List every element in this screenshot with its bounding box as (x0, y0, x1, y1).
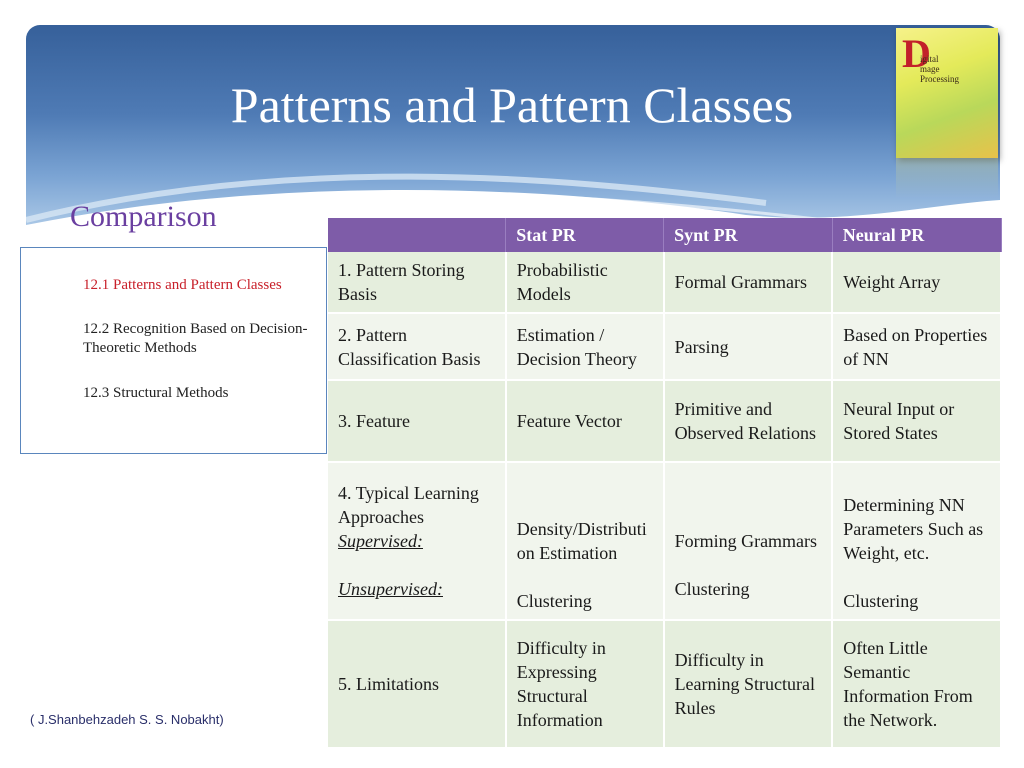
comparison-table: Stat PR Synt PR Neural PR 1. Pattern Sto… (328, 218, 1002, 749)
section-heading: Comparison (70, 200, 217, 233)
unsupervised-label: Unsupervised: (338, 579, 443, 599)
table-cell: Parsing (663, 313, 834, 381)
table-cell: Estimation / Decision Theory (505, 313, 665, 381)
author-credit: ( J.Shanbehzadeh S. S. Nobakht) (30, 712, 224, 727)
book-cover-reflection (896, 158, 998, 198)
table-cell: 1. Pattern Storing Basis (328, 252, 507, 314)
table-cell: Probabilistic Models (505, 252, 665, 314)
table-header-cell: Neural PR (832, 218, 1002, 252)
table-cell: Based on Properties of NN (832, 313, 1002, 381)
toc-item-12-1[interactable]: 12.1 Patterns and Pattern Classes (83, 277, 282, 293)
table-cell: Difficulty in Learning Structural Rules (663, 620, 834, 749)
toc-item-12-2[interactable]: 12.2 Recognition Based on Decision-Theor… (83, 321, 308, 356)
table-row: 2. Pattern Classification Basis Estimati… (328, 313, 1002, 381)
supervised-value: Density/Distribution Estimation (516, 519, 647, 563)
supervised-value: Forming Grammars (674, 531, 818, 551)
table-row: 5. Limitations Difficulty in Expressing … (328, 620, 1002, 749)
unsupervised-value: Clustering (516, 591, 592, 611)
row-label: 4. Typical Learning Approaches (338, 483, 479, 527)
book-cover-title: igital mage Processing (920, 54, 959, 84)
toc-item-12-3[interactable]: 12.3 Structural Methods (83, 385, 229, 401)
table-row: 1. Pattern Storing Basis Probabilistic M… (328, 252, 1002, 314)
table-row: 3. Feature Feature Vector Primitive and … (328, 380, 1002, 463)
table-cell: Weight Array (832, 252, 1002, 314)
table-cell: 5. Limitations (328, 620, 507, 749)
table-cell: 2. Pattern Classification Basis (328, 313, 507, 381)
table-cell: Difficulty in Expressing Structural Info… (505, 620, 665, 749)
table-cell: Feature Vector (505, 380, 665, 463)
title-banner (26, 25, 1000, 225)
table-cell: Determining NN Parameters Such as Weight… (832, 462, 1002, 621)
table-header-row: Stat PR Synt PR Neural PR (328, 218, 1002, 252)
unsupervised-value: Clustering (843, 591, 919, 611)
supervised-label: Supervised: (338, 531, 423, 551)
unsupervised-value: Clustering (674, 579, 750, 599)
table-cell: Forming Grammars Clustering (663, 462, 834, 621)
banner-swoosh (26, 173, 1000, 225)
slide-title: Patterns and Pattern Classes (230, 77, 794, 133)
book-cover-initial: D (902, 31, 931, 76)
table-cell: 3. Feature (328, 380, 507, 463)
table-cell: Formal Grammars (663, 252, 834, 314)
table-cell: Primitive and Observed Relations (663, 380, 834, 463)
table-cell: Density/Distribution Estimation Clusteri… (505, 462, 665, 621)
table-header-cell: Stat PR (505, 218, 665, 252)
table-cell: Often Little Semantic Information From t… (832, 620, 1002, 749)
table-cell-learning-approaches: 4. Typical Learning Approaches Supervise… (328, 462, 507, 621)
table-header-cell (328, 218, 507, 252)
book-cover-image: D igital mage Processing (896, 28, 998, 198)
table-cell: Neural Input or Stored States (832, 380, 1002, 463)
table-header-cell: Synt PR (663, 218, 833, 252)
chapter-navigation-box: 12.1 Patterns and Pattern Classes 12.2 R… (20, 247, 327, 454)
supervised-value: Determining NN Parameters Such as Weight… (843, 495, 984, 563)
table-row: 4. Typical Learning Approaches Supervise… (328, 462, 1002, 621)
